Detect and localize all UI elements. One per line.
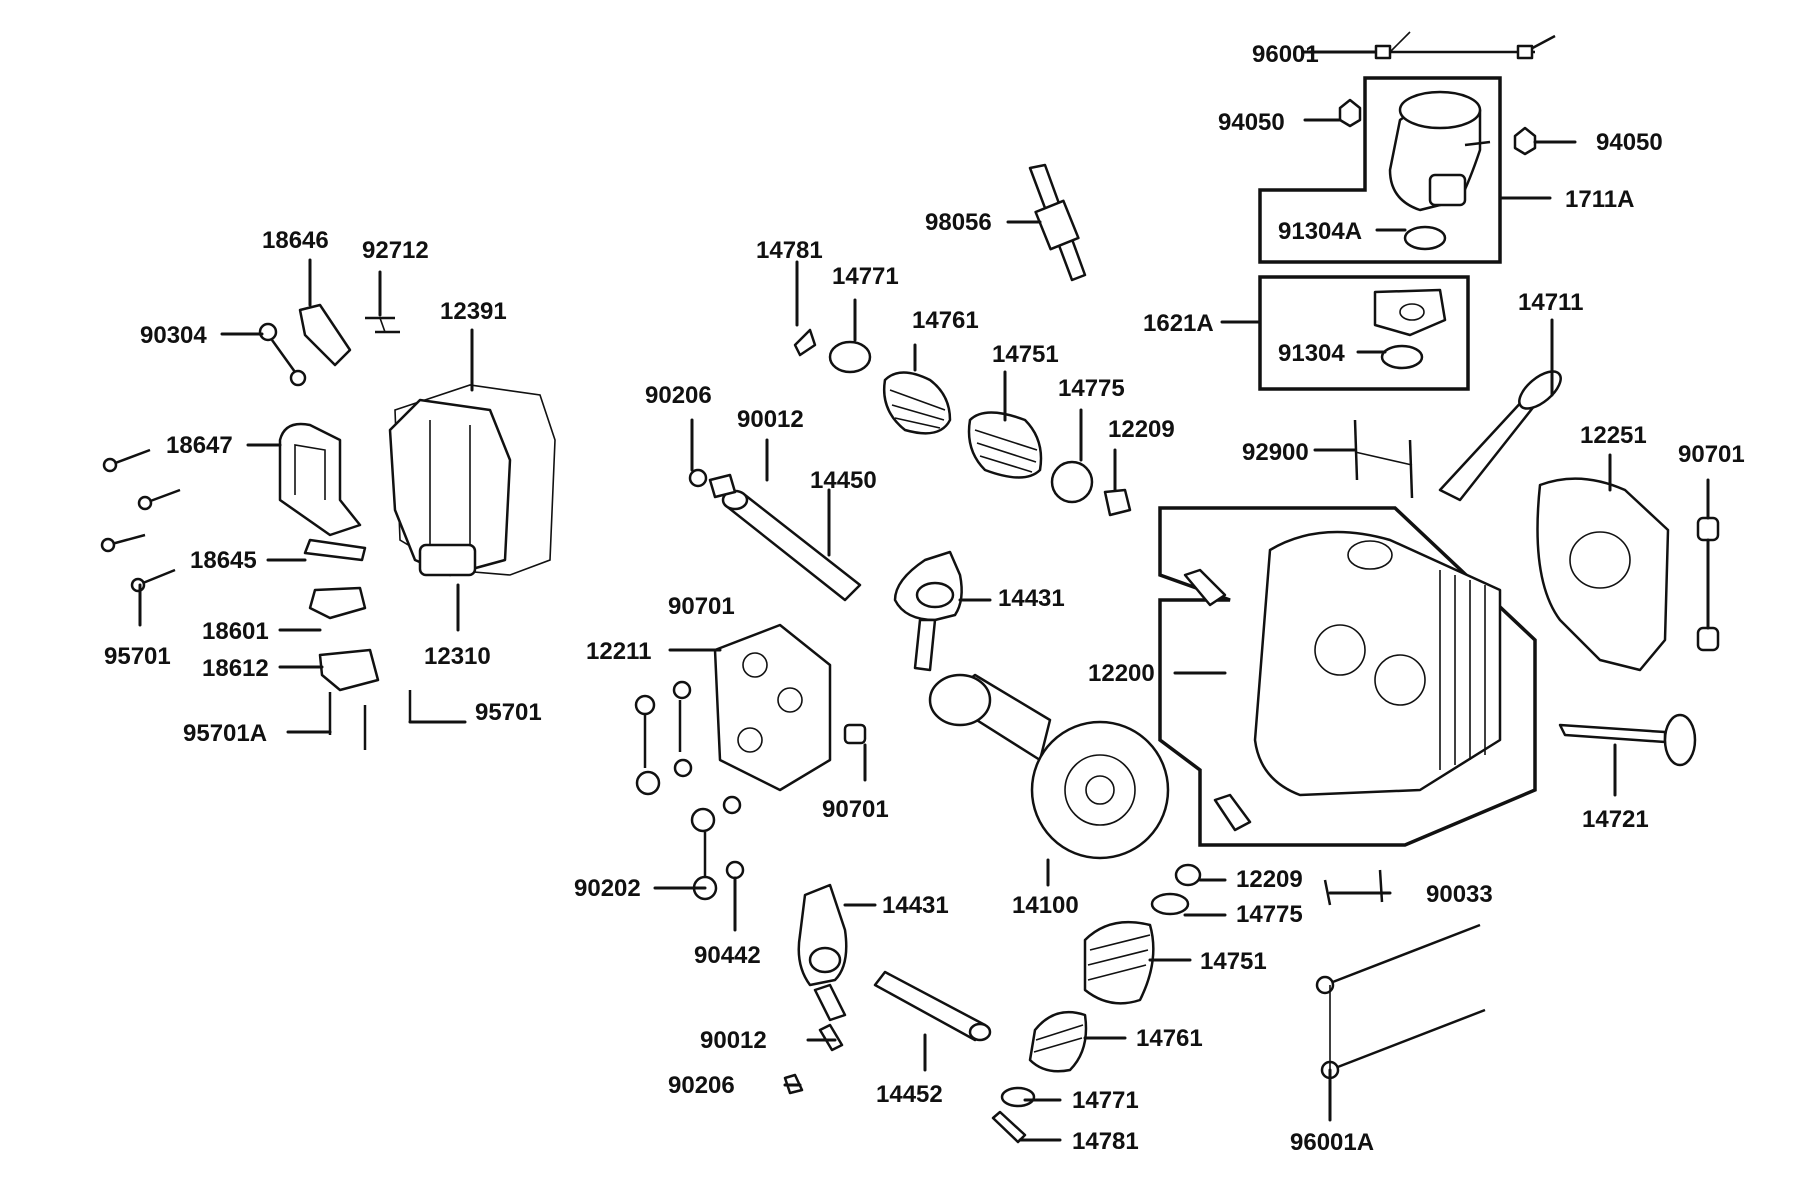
part-label: 90202 [574, 875, 641, 902]
head-gasket-drawing [1536, 477, 1670, 672]
part-label: 14721 [1582, 806, 1649, 833]
leader-lines [138, 50, 1710, 1142]
part-label: 18647 [166, 432, 233, 459]
intake-valve-drawing [1558, 713, 1697, 767]
part-label: 90701 [668, 593, 735, 620]
part-label: 18646 [262, 227, 329, 254]
cam-holder-drawing [713, 623, 867, 792]
rocker-shaft-drawing [688, 328, 1132, 602]
part-label: 12209 [1108, 416, 1175, 443]
part-label: 95701 [475, 699, 542, 726]
part-label: 12211 [586, 638, 651, 665]
bolt-pair-96001 [1374, 31, 1556, 60]
part-label: 14751 [1200, 948, 1267, 975]
part-label: 18612 [202, 655, 269, 682]
part-label: 96001A [1290, 1129, 1374, 1156]
part-label: 91304A [1278, 218, 1362, 245]
intake-manifold-group [1258, 76, 1537, 264]
part-label: 14775 [1058, 375, 1125, 402]
part-label: 90701 [822, 796, 889, 823]
part-label: 14431 [882, 892, 949, 919]
part-label: 1621A [1143, 310, 1214, 337]
part-label: 90033 [1426, 881, 1493, 908]
breather-pipe-drawing [278, 422, 412, 750]
part-label: 14711 [1518, 289, 1583, 316]
part-label: 92712 [362, 237, 429, 264]
exhaust-valve-drawing [1438, 370, 1562, 502]
part-label: 12391 [440, 298, 507, 325]
part-label: 18645 [190, 547, 257, 574]
lower-spring-set [991, 863, 1202, 1144]
part-label: 1711A [1565, 186, 1634, 213]
upper-spring-set [882, 371, 1043, 479]
spark-plug-drawing [1028, 163, 1087, 282]
part-label: 14450 [810, 467, 877, 494]
part-label: 14761 [1136, 1025, 1203, 1052]
part-label: 14771 [1072, 1087, 1139, 1114]
part-label: 14781 [756, 237, 823, 264]
part-label: 12310 [424, 643, 491, 670]
part-label: 95701A [183, 720, 267, 747]
part-label: 12200 [1088, 660, 1155, 687]
studs-92900-drawing [1353, 419, 1414, 499]
part-label: 12209 [1236, 866, 1303, 893]
part-label: 90012 [700, 1027, 767, 1054]
part-label: 95701 [104, 643, 171, 670]
camshaft-sprocket-drawing [928, 673, 1170, 860]
cylinder-head-group [1158, 506, 1537, 847]
part-label: 90701 [1678, 441, 1745, 468]
valve-cover-drawing [388, 384, 556, 577]
part-label: 18601 [202, 618, 269, 645]
part-label: 90012 [737, 406, 804, 433]
part-label: 14452 [876, 1081, 943, 1108]
part-label: 14751 [992, 341, 1059, 368]
rocker-arm-upper-drawing [893, 550, 963, 672]
part-label: 14775 [1236, 901, 1303, 928]
part-label: 90442 [694, 942, 761, 969]
part-label: 90206 [645, 382, 712, 409]
bolt-chain-95701 [100, 448, 181, 593]
part-label: 14100 [1012, 892, 1079, 919]
part-label: 91304 [1278, 340, 1345, 367]
long-bolts-drawing [1315, 923, 1486, 1080]
nut-washer-set-drawing [634, 680, 745, 901]
part-label: 94050 [1596, 129, 1663, 156]
part-label: 90206 [668, 1072, 735, 1099]
part-label: 94050 [1218, 109, 1285, 136]
part-label: 92900 [1242, 439, 1309, 466]
part-label: 14431 [998, 585, 1065, 612]
part-label: 12251 [1580, 422, 1647, 449]
part-label: 14761 [912, 307, 979, 334]
part-label: 90304 [140, 322, 207, 349]
gasket-box-group [1258, 275, 1470, 391]
part-label: 96001 [1252, 41, 1319, 68]
part-label: 98056 [925, 209, 992, 236]
part-label: 14771 [832, 263, 899, 290]
rocker-arm-lower-drawing [783, 883, 992, 1095]
breather-parts-drawing [258, 303, 400, 387]
part-label: 14781 [1072, 1128, 1139, 1155]
studs-90033-drawing [1323, 869, 1384, 906]
part-labels: 96001 94050 94050 1711A 91304A 98056 162… [104, 41, 1745, 1156]
